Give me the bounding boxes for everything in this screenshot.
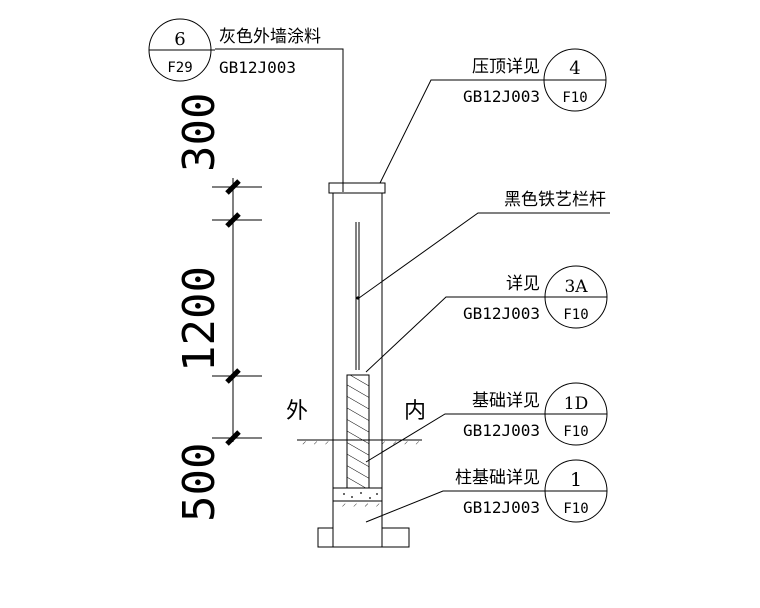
leader-coping	[379, 79, 545, 184]
tick-mark	[225, 368, 241, 384]
callout-1-f10: 1 F10 柱基础详见 GB12J003	[455, 459, 608, 523]
dimension-300: 300	[174, 93, 225, 172]
callout-number: 1	[570, 469, 582, 491]
callout-sheet: F10	[563, 424, 588, 440]
leader-lines	[215, 48, 610, 523]
callout-4-f10: 4 F10 压顶详见 GB12J003	[463, 48, 607, 112]
callout-1d-f10: 1D F10 基础详见 GB12J003	[463, 382, 608, 446]
leader-1	[365, 490, 545, 523]
column-footing	[317, 501, 410, 548]
label-outside: 外	[286, 399, 308, 424]
dimension-chain: 300 1200 500	[174, 93, 262, 522]
callout-number: 4	[569, 58, 580, 79]
callout-sheet: F29	[167, 60, 192, 76]
railing-label: 黑色铁艺栏杆	[504, 190, 606, 210]
callout-label: 详见	[506, 274, 540, 294]
callout-number: 3A	[564, 277, 588, 297]
tick-mark	[225, 430, 241, 446]
callout-label: 柱基础详见	[455, 468, 540, 488]
foundation-band	[332, 487, 383, 502]
callout-3a-f10: 3A F10 详见 GB12J003	[463, 265, 608, 329]
leader-3a	[365, 296, 545, 373]
dimension-500: 500	[174, 443, 225, 522]
wall-section	[297, 182, 422, 548]
masonry-pier	[346, 374, 370, 489]
leader-1d	[365, 413, 545, 463]
railing-joint	[356, 296, 360, 300]
callout-ref: GB12J003	[463, 304, 540, 323]
callout-label: 压顶详见	[472, 57, 540, 77]
callout-ref: GB12J003	[463, 87, 540, 106]
callout-label: 灰色外墙涂料	[219, 27, 321, 47]
leader-railing	[358, 212, 610, 299]
coping-cap	[328, 182, 386, 194]
label-inside: 内	[404, 399, 426, 424]
callout-ref: GB12J003	[463, 498, 540, 517]
tick-mark	[225, 212, 241, 228]
callout-sheet: F10	[562, 90, 587, 106]
callout-sheet: F10	[563, 501, 588, 517]
callout-ref: GB12J003	[463, 421, 540, 440]
leader-coating	[215, 48, 344, 192]
callout-sheet: F10	[563, 307, 588, 323]
callout-label: 基础详见	[472, 391, 540, 411]
callout-ref: GB12J003	[219, 58, 296, 77]
callout-6-f29: 6 F29 灰色外墙涂料 GB12J003	[148, 18, 321, 82]
callout-number: 6	[174, 29, 185, 50]
dimension-1200: 1200	[174, 266, 225, 372]
callout-number: 1D	[564, 394, 588, 414]
tick-mark	[225, 179, 241, 195]
